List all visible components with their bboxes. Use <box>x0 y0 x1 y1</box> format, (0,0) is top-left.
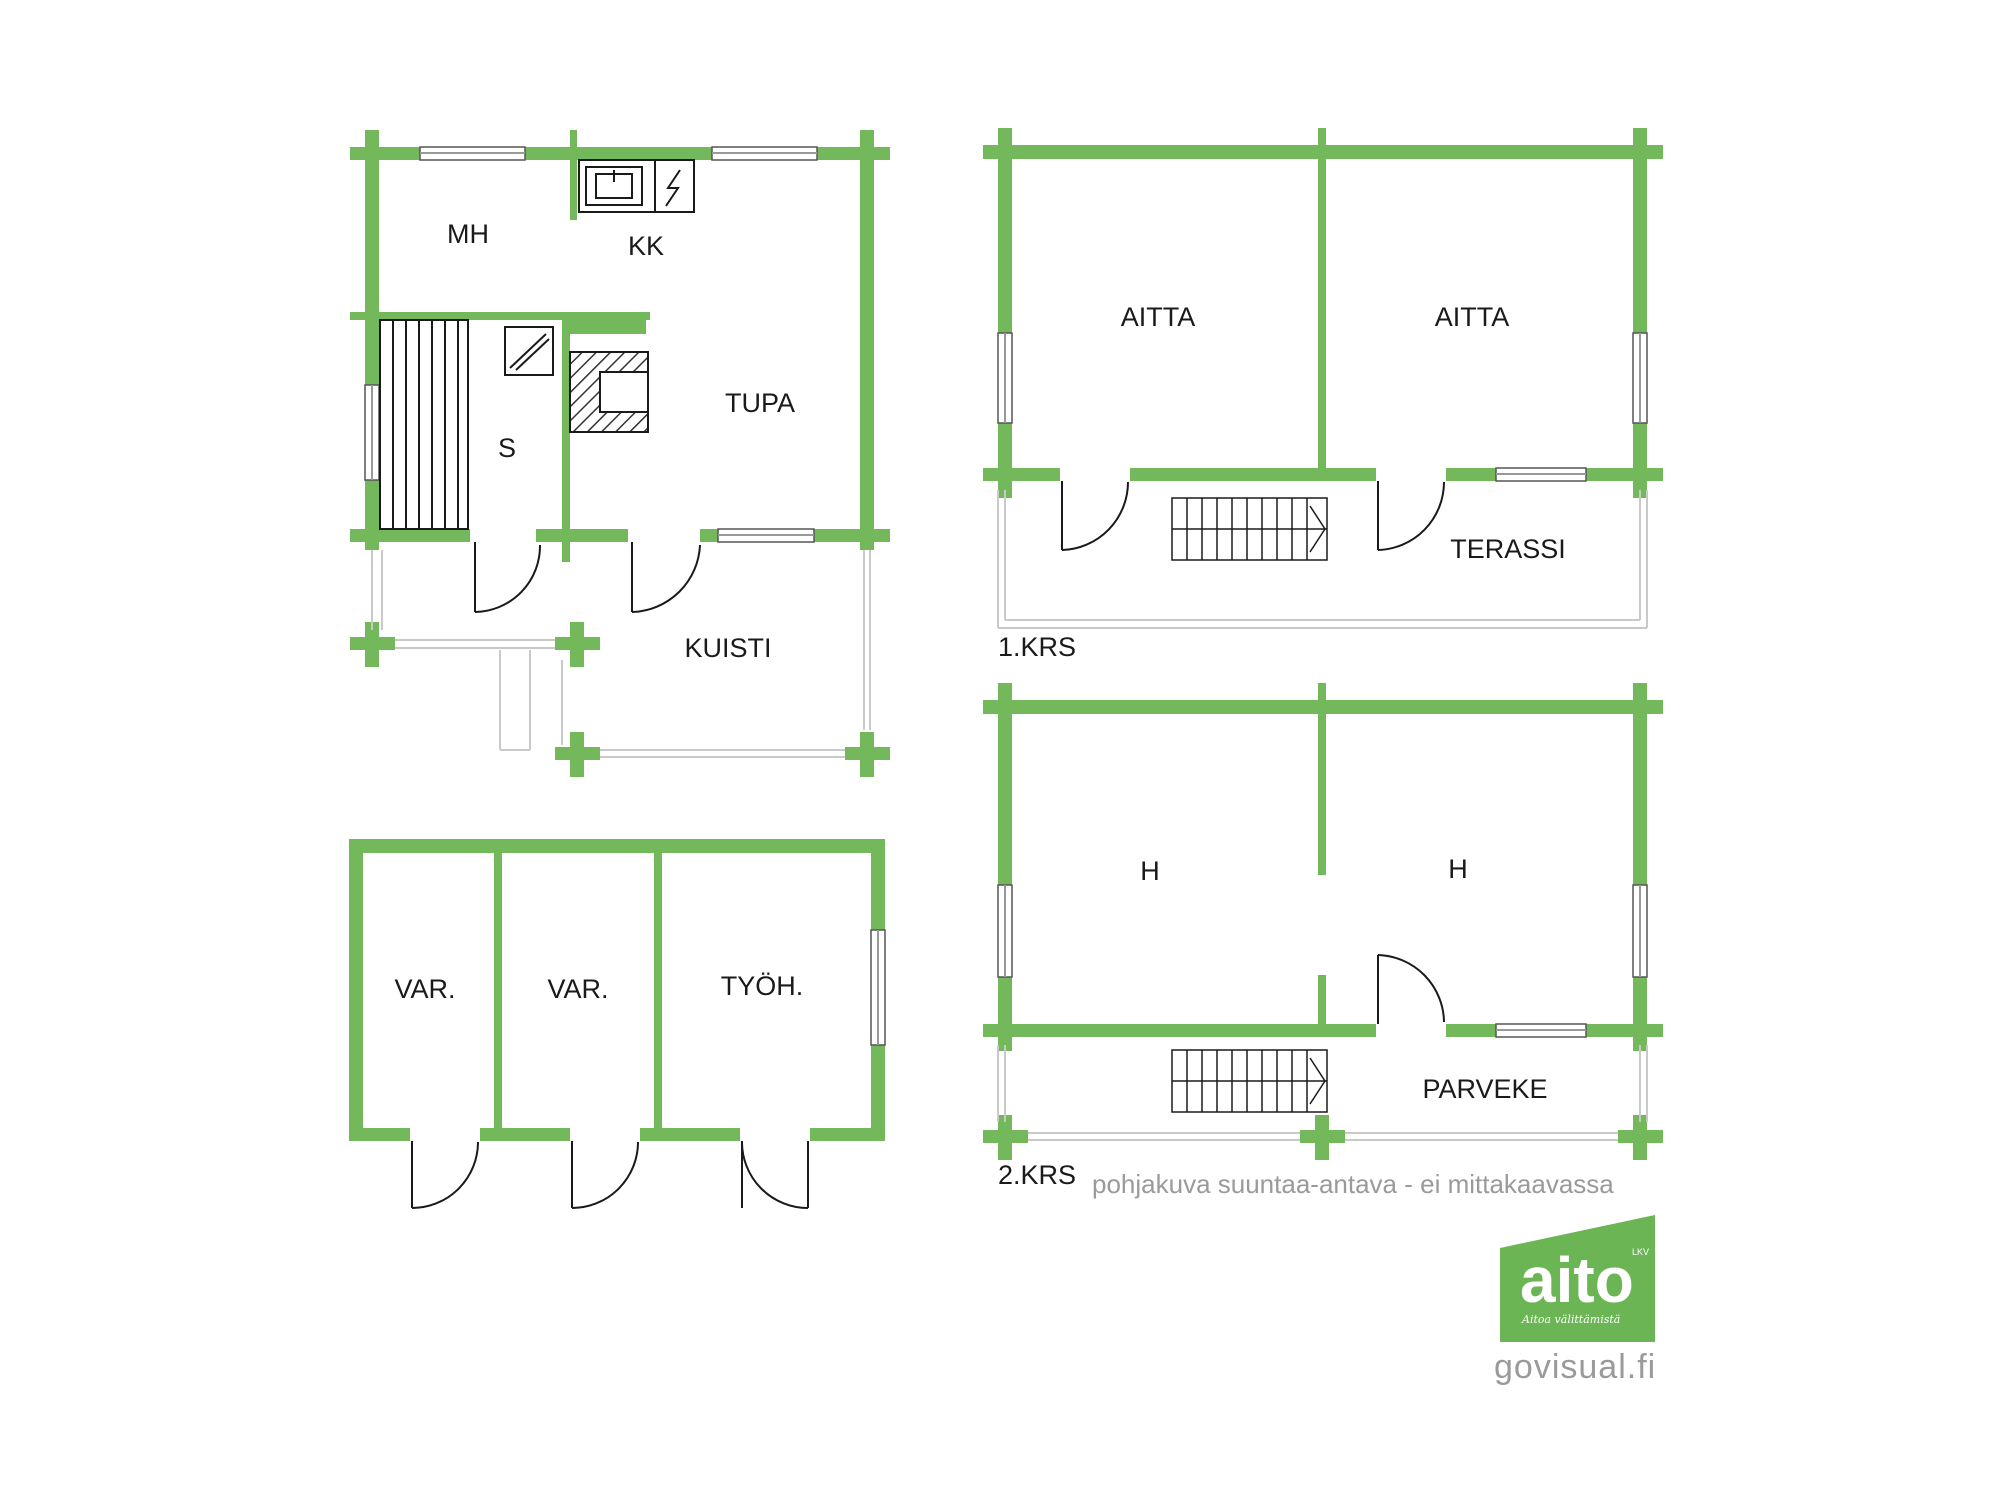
logo-tagline: Aitoa välittämistä <box>1521 1313 1620 1326</box>
floor1-windows <box>997 332 1648 482</box>
room-label-aitta-1: AITTA <box>1121 302 1196 332</box>
plan-floor-2: H H PARVEKE 2.KRS <box>983 683 1663 1190</box>
terrace-rails <box>997 490 1648 629</box>
shower <box>504 326 554 376</box>
aito-logo: aito LKV Aitoa välittämistä <box>1500 1215 1655 1342</box>
room-label-terassi: TERASSI <box>1450 534 1566 564</box>
floor1-stairs <box>1171 497 1328 561</box>
logo-brand: aito <box>1520 1244 1634 1316</box>
floor-label-2krs: 2.KRS <box>998 1160 1076 1190</box>
storage-doors <box>410 1128 810 1209</box>
room-label-aitta-2: AITTA <box>1435 302 1510 332</box>
room-label-tupa: TUPA <box>725 388 795 418</box>
plan-storage: VAR. VAR. TYÖH. <box>349 839 886 1209</box>
room-label-var-1: VAR. <box>394 974 455 1004</box>
logo-lkv: LKV <box>1632 1247 1649 1257</box>
room-label-h-1: H <box>1140 856 1160 886</box>
room-label-parveke: PARVEKE <box>1422 1074 1547 1104</box>
room-label-var-2: VAR. <box>547 974 608 1004</box>
floor1-walls <box>983 128 1663 498</box>
room-label-s: S <box>498 433 516 463</box>
website-text: govisual.fi <box>1494 1348 1656 1386</box>
floor2-stairs <box>1171 1049 1328 1113</box>
main-windows <box>364 146 818 543</box>
kitchen-counter <box>578 159 695 213</box>
plan-floor-1: AITTA AITTA TERASSI 1.KRS <box>983 128 1663 662</box>
floor1-doors <box>1060 468 1446 551</box>
room-label-kuisti: KUISTI <box>684 633 771 663</box>
disclaimer-text: pohjakuva suuntaa-antava - ei mittakaava… <box>1092 1169 1614 1199</box>
kuisti-rails <box>371 550 871 758</box>
logo-badge <box>1500 1215 1655 1342</box>
plan-main: MH KK TUPA S KUISTI <box>350 130 890 777</box>
sauna-bench <box>379 319 469 530</box>
floor2-walls <box>983 683 1663 1160</box>
floor2-windows <box>997 884 1648 1038</box>
room-label-h-2: H <box>1448 854 1468 884</box>
room-label-kk: KK <box>628 231 664 261</box>
storage-window <box>870 929 886 1046</box>
main-doors <box>470 529 701 613</box>
floor-label-1krs: 1.KRS <box>998 632 1076 662</box>
room-label-tyoh: TYÖH. <box>721 971 804 1001</box>
room-label-mh: MH <box>447 219 489 249</box>
floor2-door <box>1376 954 1446 1037</box>
balcony-rails <box>997 1045 1648 1141</box>
stove <box>569 351 649 433</box>
